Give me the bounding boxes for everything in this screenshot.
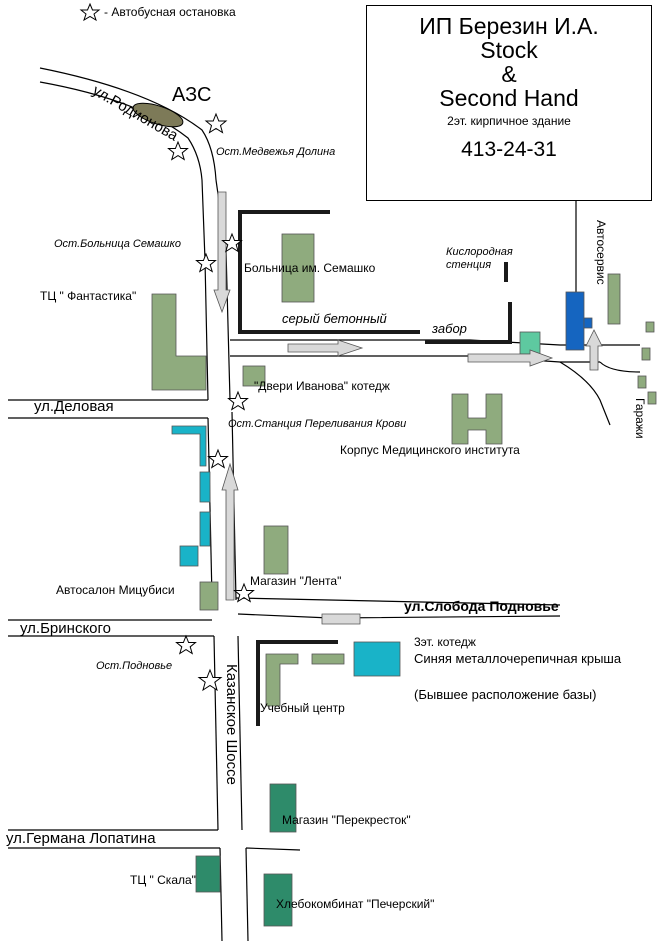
legend-bus-stop: - Автобусная остановка	[104, 5, 236, 19]
bus-stop-icon-stantsiya	[207, 448, 229, 469]
road-garages-a	[559, 361, 611, 426]
bus-stop-icon-medvezhya	[167, 140, 189, 161]
place-fantastika: ТЦ " Фантастика"	[40, 289, 137, 303]
arrow-east-2	[467, 349, 554, 367]
info-stock: Stock	[480, 37, 538, 63]
stop-medvezhya-label: Ост.Медвежья Долина	[216, 146, 336, 158]
road-sloboda-top	[235, 597, 561, 606]
bus-stops	[79, 2, 255, 692]
place-oxygen: Кислородная стенция	[446, 246, 513, 271]
building-bread	[263, 873, 293, 927]
bus-stop-icon-bolnitsa-2	[195, 252, 217, 273]
building-autoservice-small	[583, 317, 593, 329]
fence-hospital	[238, 210, 420, 334]
stop-stantsiya-label: Ост.Станция Переливания Крови	[228, 418, 407, 430]
buildings	[151, 233, 657, 927]
arrow-east-1	[287, 339, 364, 357]
garage-3	[637, 375, 647, 389]
street-kazanskoe: Казанское Шоссе	[223, 664, 240, 785]
fence-training	[256, 640, 338, 726]
building-fantastika	[151, 293, 207, 391]
place-bread: Хлебокомбинат "Печерский"	[276, 897, 435, 911]
arrows	[213, 191, 603, 625]
place-mitsubishi: Автосалон Мицубиси	[56, 583, 175, 597]
street-delovaya: ул.Деловая	[34, 398, 114, 415]
building-lenta	[263, 525, 289, 575]
info-second-hand: Second Hand	[439, 85, 579, 111]
info-company: ИП Березин И.А.	[419, 13, 599, 39]
bus-stop-icon-bolnitsa-1	[221, 232, 243, 253]
bus-stop-icon-brinskogo	[175, 634, 197, 655]
road-garages-b	[599, 361, 641, 373]
info-building: 2эт. кирпичное здание	[447, 114, 571, 128]
place-former-base: (Бывшее расположение базы)	[414, 687, 597, 702]
place-concrete: серый бетонный	[282, 311, 387, 326]
building-cottage3	[353, 641, 401, 677]
info-ampersand: &	[501, 61, 517, 87]
road-sloboda-bottom	[237, 613, 561, 619]
road-main-east-c	[237, 635, 243, 831]
building-mitsubishi	[199, 581, 219, 611]
building-cyan-3	[199, 511, 211, 547]
place-garages: Гаражи	[633, 398, 647, 439]
place-perekrestok: Магазин "Перекресток"	[282, 813, 411, 827]
place-lenta: Магазин "Лента"	[250, 574, 342, 588]
info-box: ИП Березин И.А. Stock & Second Hand 2эт.…	[366, 5, 652, 201]
road-rodionova-edge-top	[39, 67, 217, 181]
place-institute: Корпус Медицинского института	[340, 443, 520, 457]
road-main-west-b	[207, 417, 213, 599]
building-skala	[195, 855, 221, 893]
garage-4	[647, 391, 657, 405]
garage-1	[645, 321, 655, 333]
bus-stop-icon-lenta	[233, 582, 255, 603]
building-doors	[242, 365, 266, 387]
street-sloboda: ул.Слобода Подновье	[404, 598, 559, 614]
place-doors: "Двери Иванова" котедж	[254, 379, 390, 393]
building-cyan-2	[199, 471, 211, 503]
building-perekrestok	[269, 783, 297, 833]
place-azs: АЗС	[172, 84, 212, 106]
building-training-2	[311, 653, 345, 665]
arrow-south-top	[213, 191, 231, 314]
building-autoservice-2	[607, 273, 621, 325]
arrow-autoservice	[585, 329, 603, 371]
garage-2	[641, 347, 651, 361]
road-east-top	[230, 339, 640, 346]
street-brinskogo: ул.Бринского	[20, 620, 111, 637]
place-roof: Синяя металлочерепичная крыша	[414, 651, 622, 666]
place-autoservice: Автосервис	[594, 220, 608, 285]
place-hospital: Больница им. Семашко	[244, 261, 376, 275]
building-institute	[451, 393, 503, 445]
building-hospital	[281, 233, 315, 303]
building-autoservice	[565, 291, 585, 351]
stop-podnovye-label: Ост.Подновье	[96, 660, 173, 672]
road-lopatina-east	[245, 847, 301, 851]
fence-oxygen	[425, 302, 512, 344]
info-phone: 413-24-31	[461, 138, 557, 161]
building-cyan-1	[171, 425, 207, 467]
bus-stop-icon-legend	[79, 2, 101, 22]
place-skala: ТЦ " Скала"	[130, 873, 196, 887]
road-main-west-c	[213, 635, 219, 831]
place-fence: забор	[432, 321, 467, 336]
stop-bolnitsa-label: Ост.Больница Семашко	[54, 238, 181, 250]
road-rodionova-edge-bottom	[39, 81, 203, 181]
street-lopatina: ул.Германа Лопатина	[6, 830, 156, 847]
building-training	[265, 653, 299, 707]
building-cyan-4	[179, 545, 199, 567]
fences	[238, 210, 512, 726]
place-training: Учебный центр	[260, 701, 345, 715]
bus-stop-icon-azs	[204, 112, 228, 134]
place-cottage3: 3эт. котедж	[414, 635, 476, 649]
bus-stop-icon-podnovye	[197, 668, 223, 692]
arrow-north	[221, 462, 239, 601]
bus-stop-icon-doors	[227, 390, 249, 411]
arrow-sloboda	[321, 613, 361, 625]
azs-shape	[132, 102, 184, 128]
road-main-east-d	[245, 847, 249, 941]
